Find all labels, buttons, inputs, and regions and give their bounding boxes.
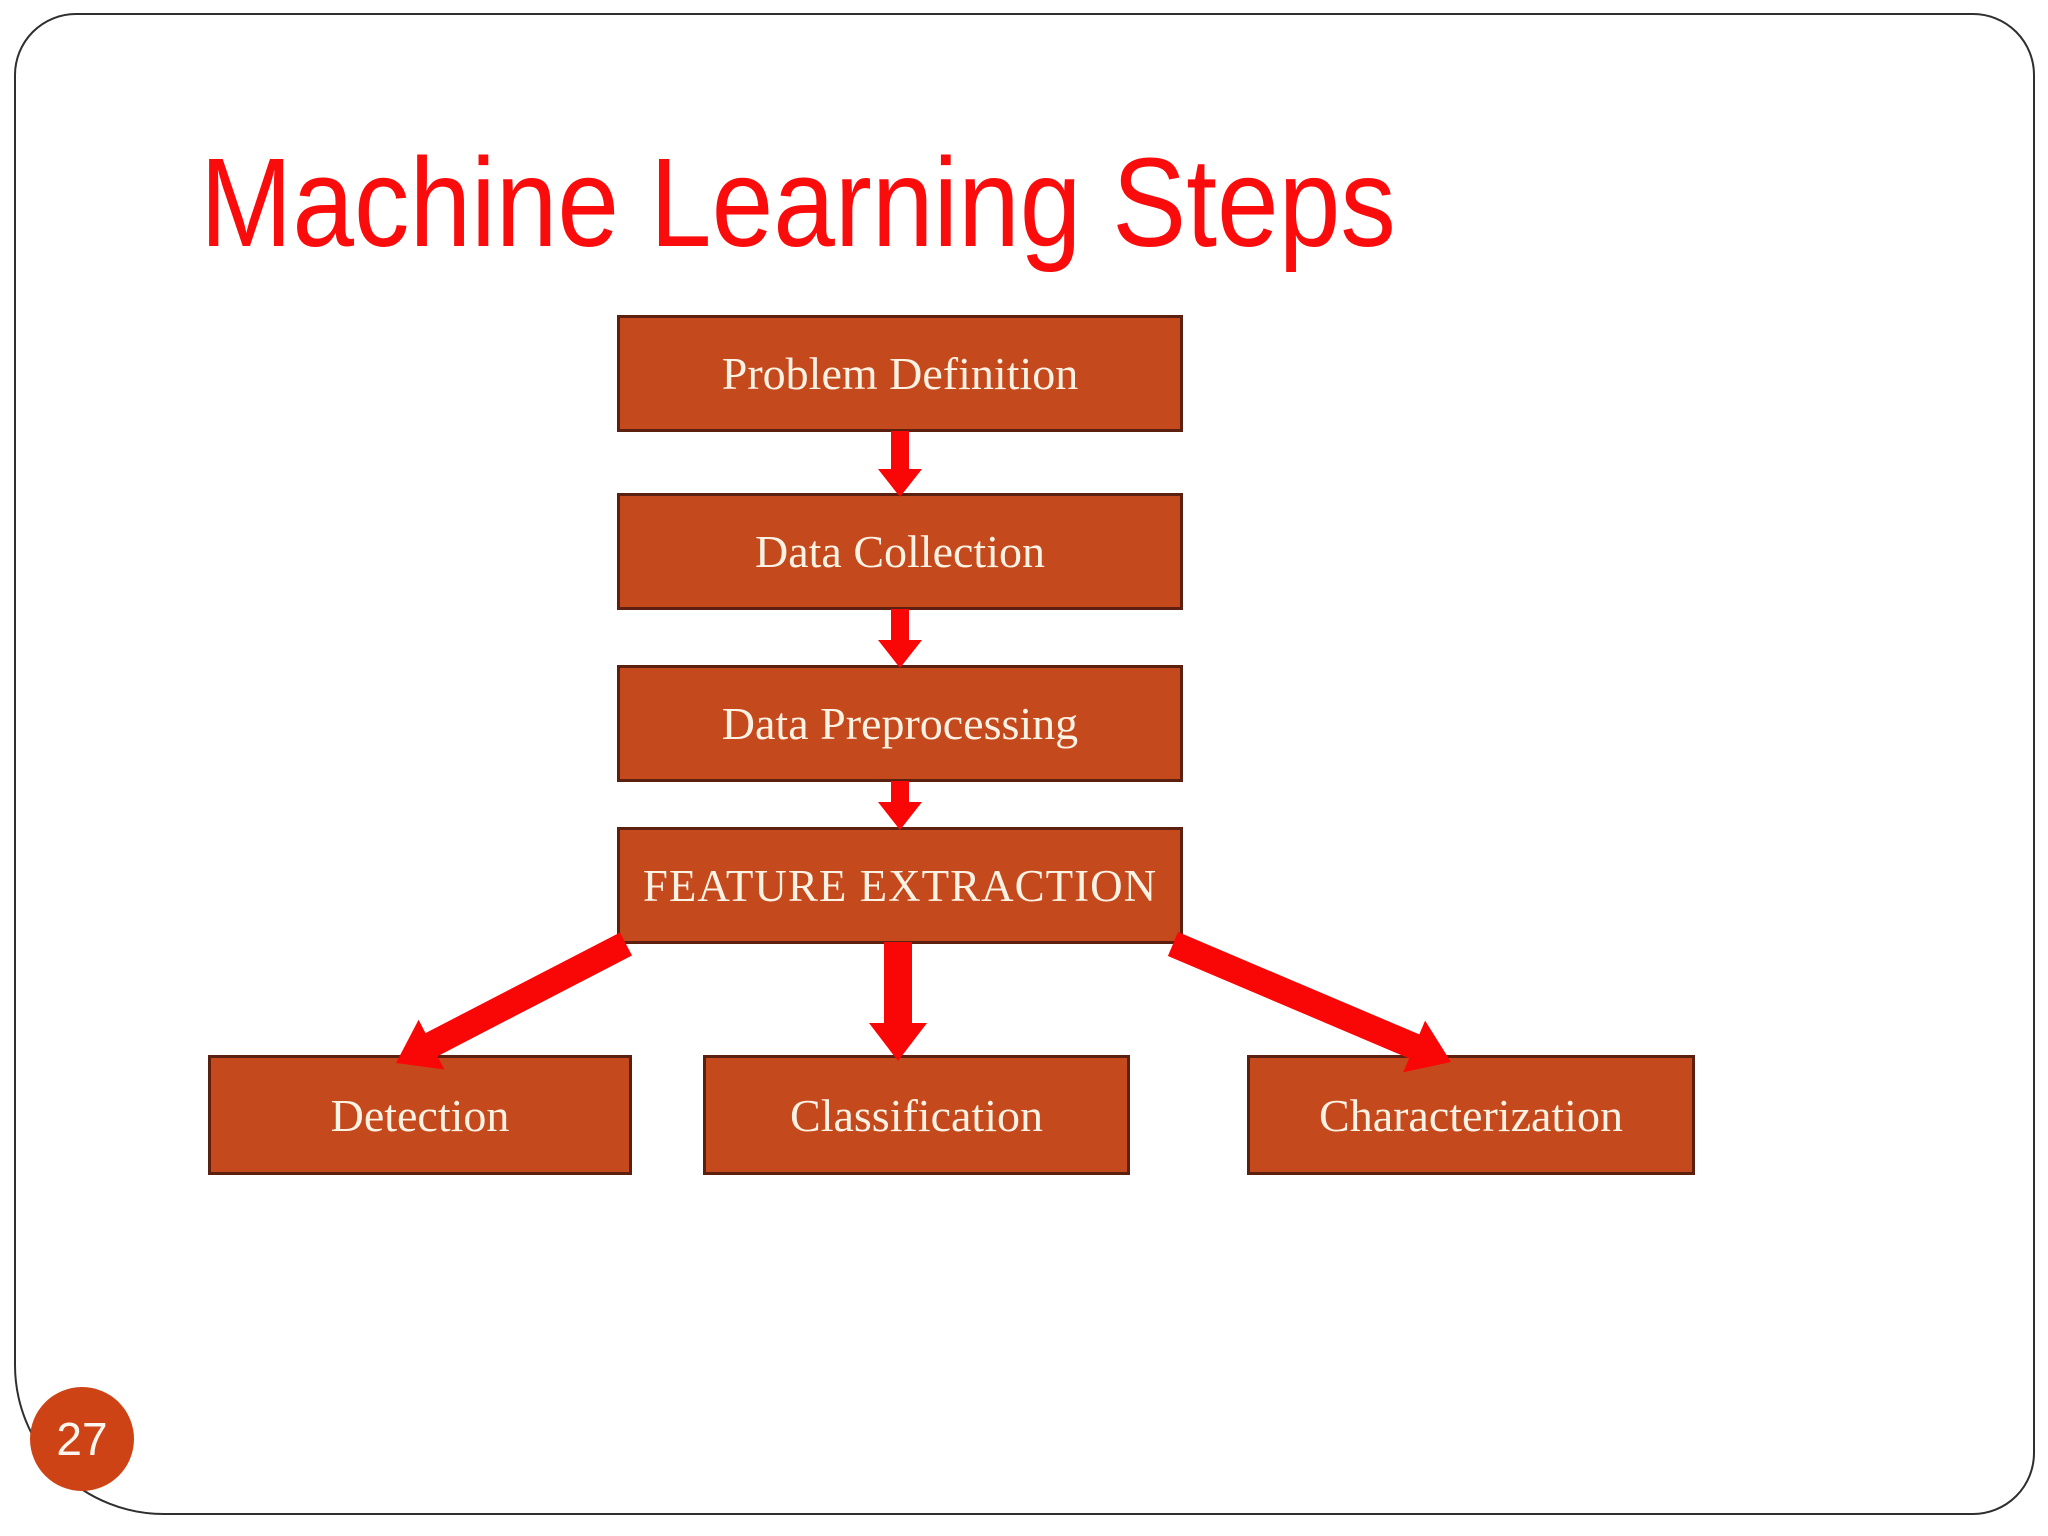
page-number: 27 (56, 1413, 108, 1465)
flow-box-detection: Detection (208, 1055, 632, 1175)
flow-box-label: Data Preprocessing (721, 698, 1079, 749)
flow-box-problem-definition: Problem Definition (617, 315, 1183, 432)
flow-box-label: Classification (790, 1089, 1043, 1141)
flow-box-feature-extraction: FEATURE EXTRACTION (617, 827, 1183, 944)
flow-box-label: Characterization (1319, 1089, 1623, 1141)
flow-box-data-preprocessing: Data Preprocessing (617, 665, 1183, 782)
slide-title: Machine Learning Steps (200, 132, 1396, 273)
flow-box-characterization: Characterization (1247, 1055, 1695, 1175)
flow-box-label: Data Collection (755, 526, 1045, 577)
flow-box-data-collection: Data Collection (617, 493, 1183, 610)
page-number-badge: 27 (30, 1387, 134, 1491)
flow-box-label: Detection (330, 1089, 510, 1141)
flow-box-label: Problem Definition (721, 348, 1079, 399)
flow-box-classification: Classification (703, 1055, 1130, 1175)
flow-box-label: FEATURE EXTRACTION (642, 860, 1158, 911)
slide-frame-border (14, 13, 2035, 1515)
